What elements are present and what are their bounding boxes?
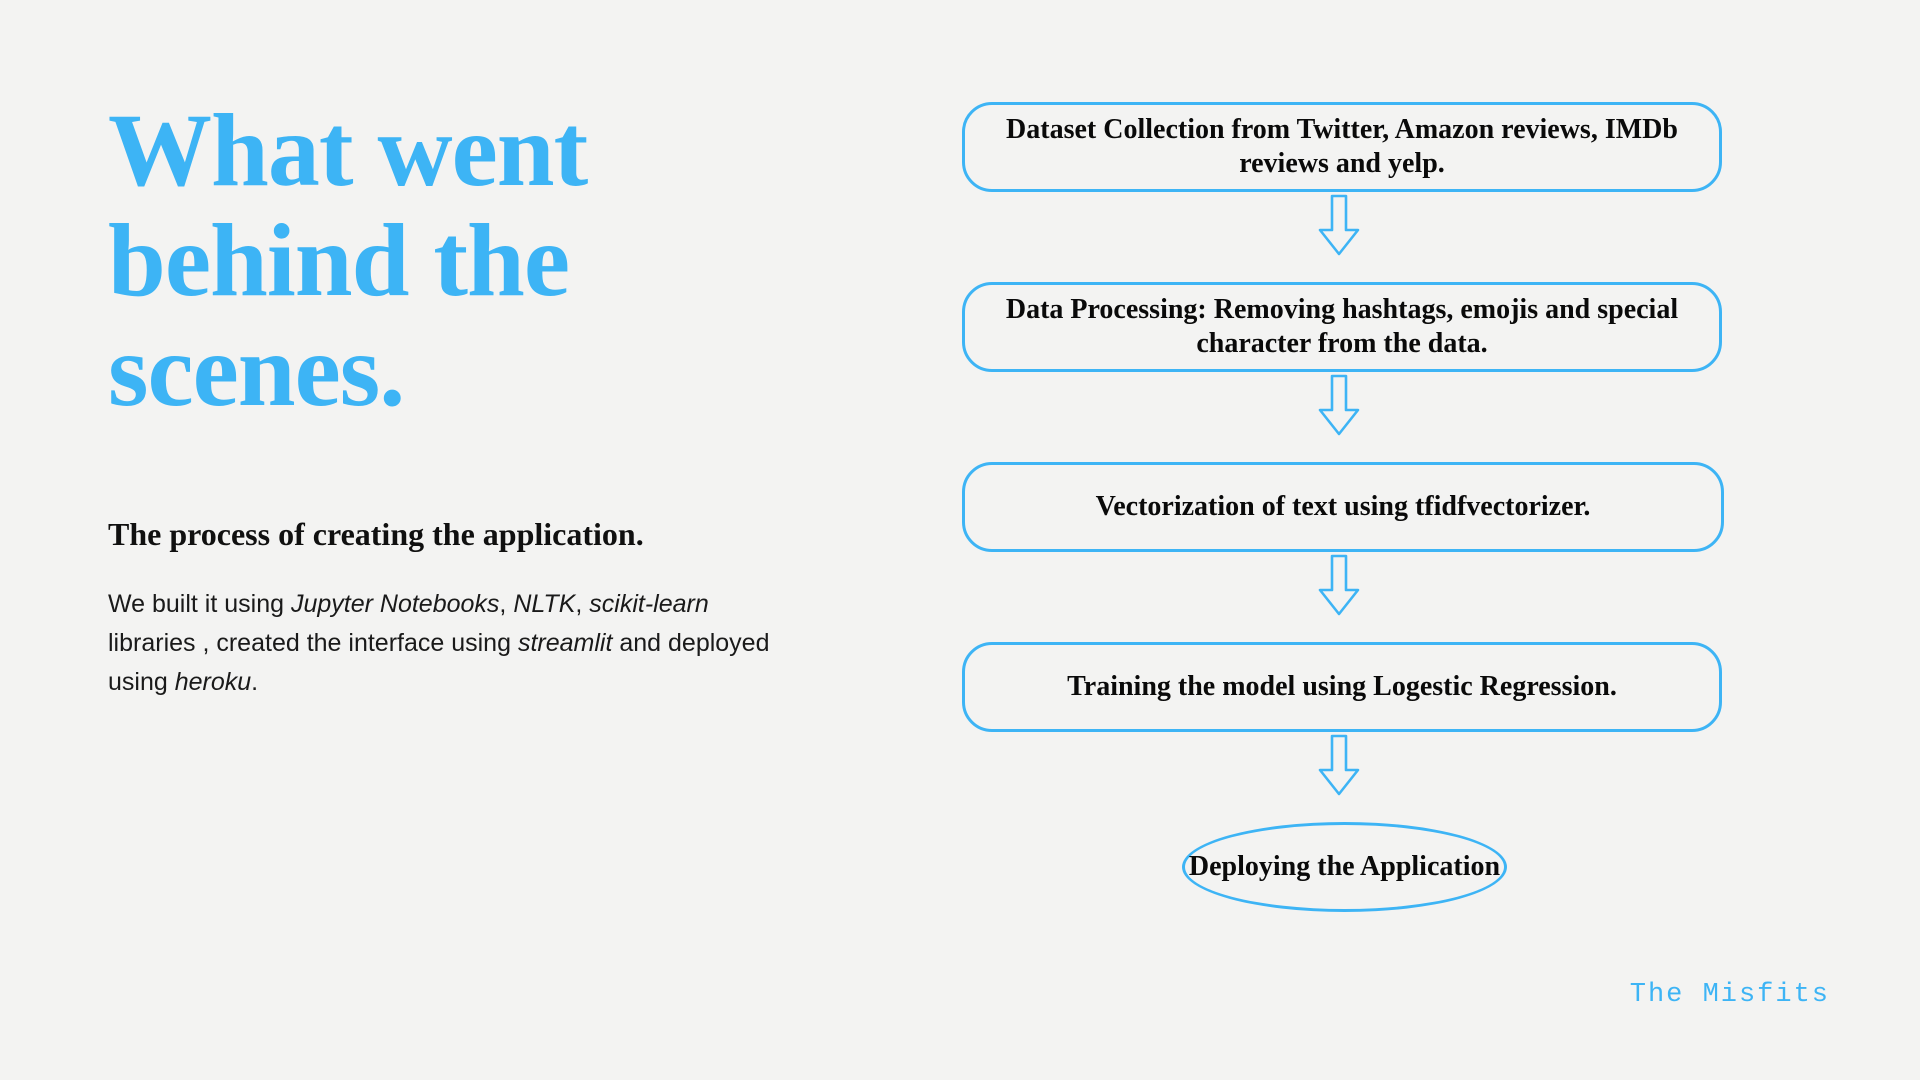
body-text-segment: , [499,590,514,619]
process-flowchart: Dataset Collection from Twitter, Amazon … [960,100,1735,930]
subtitle: The process of creating the application. [108,515,644,552]
flow-node-data-processing: Data Processing: Removing hashtags, emoj… [962,282,1722,372]
body-text-segment: . [251,667,259,696]
body-text-segment: We built it using [108,590,291,619]
tool-name-nltk: NLTK [513,590,576,619]
body-text-segment: libraries , created the interface using [108,629,518,658]
flow-node-label: Deploying the Application [1188,850,1501,882]
page-title: What went behind the scenes. [108,93,588,429]
body-text-segment: and deployed using [108,629,770,696]
flow-arrow-down-icon [1318,734,1360,796]
flow-node-deploying-application: Deploying the Application [1182,822,1507,912]
left-content-column: What went behind the scenes. The process… [108,93,868,702]
flow-arrow-down-icon [1318,374,1360,436]
body-text-segment: , [575,590,590,619]
tool-name-heroku: heroku [174,667,252,696]
flow-node-label: Data Processing: Removing hashtags, emoj… [1005,293,1679,359]
flow-arrow-down-icon [1318,194,1360,256]
footer-brand-label: The Misfits [1629,980,1830,1010]
flow-node-dataset-collection: Dataset Collection from Twitter, Amazon … [962,102,1722,192]
flow-node-label: Training the model using Logestic Regres… [1067,670,1617,702]
flow-node-label: Dataset Collection from Twitter, Amazon … [1006,113,1678,179]
body-paragraph: We built it using Jupyter Notebooks, NLT… [108,585,780,701]
flow-node-vectorization: Vectorization of text using tfidfvectori… [962,462,1724,552]
flow-node-model-training: Training the model using Logestic Regres… [962,642,1722,732]
tool-name-jupyter: Jupyter Notebooks [290,590,500,619]
flow-node-label: Vectorization of text using tfidfvectori… [1095,490,1591,522]
flow-arrow-down-icon [1318,554,1360,616]
tool-name-scikit-learn: scikit-learn [589,590,709,619]
tool-name-streamlit: streamlit [517,629,613,658]
